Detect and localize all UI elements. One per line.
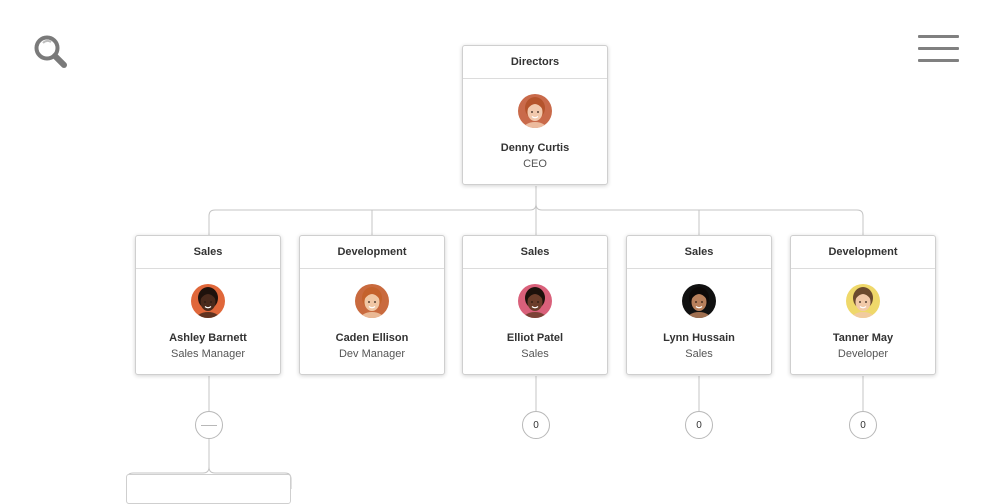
card-name: Caden Ellison	[335, 332, 409, 344]
card-department: Directors	[463, 46, 607, 79]
avatar	[846, 284, 880, 318]
card-name: Ashley Barnett	[169, 332, 247, 344]
card-title: Developer	[837, 348, 889, 360]
avatar	[355, 284, 389, 318]
card-title: Sales	[521, 348, 549, 360]
search-icon	[34, 35, 67, 68]
expand-count-button[interactable]: 0	[522, 411, 550, 439]
avatar	[518, 94, 552, 128]
expand-count-button[interactable]: 0	[849, 411, 877, 439]
card-name: Lynn Hussain	[663, 332, 735, 344]
card-name: Denny Curtis	[500, 142, 570, 154]
menu-line	[918, 59, 959, 62]
org-card[interactable]: Sales Elliot Patel Sales	[462, 235, 608, 375]
card-title: Sales Manager	[171, 348, 245, 360]
avatar	[682, 284, 716, 318]
card-department: Development	[791, 236, 935, 269]
hamburger-menu-icon[interactable]	[918, 35, 960, 63]
org-card-partial[interactable]	[126, 474, 291, 504]
card-title: CEO	[523, 158, 547, 170]
card-department: Sales	[463, 236, 607, 269]
card-department: Sales	[136, 236, 280, 269]
avatar	[518, 284, 552, 318]
card-department: Development	[300, 236, 444, 269]
menu-line	[918, 47, 959, 50]
card-name: Tanner May	[832, 332, 894, 344]
card-name: Elliot Patel	[506, 332, 564, 344]
menu-line	[918, 35, 959, 38]
avatar	[191, 284, 225, 318]
collapse-button[interactable]	[195, 411, 223, 439]
root-connector	[208, 186, 537, 235]
expand-count-button[interactable]: 0	[685, 411, 713, 439]
org-card[interactable]: Sales Ashley Barnett Sales Manager	[135, 235, 281, 375]
card-title: Sales	[685, 348, 713, 360]
org-card[interactable]: Sales Lynn Hussain Sales	[626, 235, 772, 375]
card-title: Dev Manager	[338, 348, 406, 360]
org-card[interactable]: Development Tanner May Developer	[790, 235, 936, 375]
org-card[interactable]: Development Caden Ellison Dev Manager	[299, 235, 445, 375]
search-button[interactable]	[32, 34, 70, 70]
org-card-root[interactable]: Directors Denny Curtis CEO	[462, 45, 608, 185]
card-department: Sales	[627, 236, 771, 269]
root-connector	[535, 203, 864, 235]
